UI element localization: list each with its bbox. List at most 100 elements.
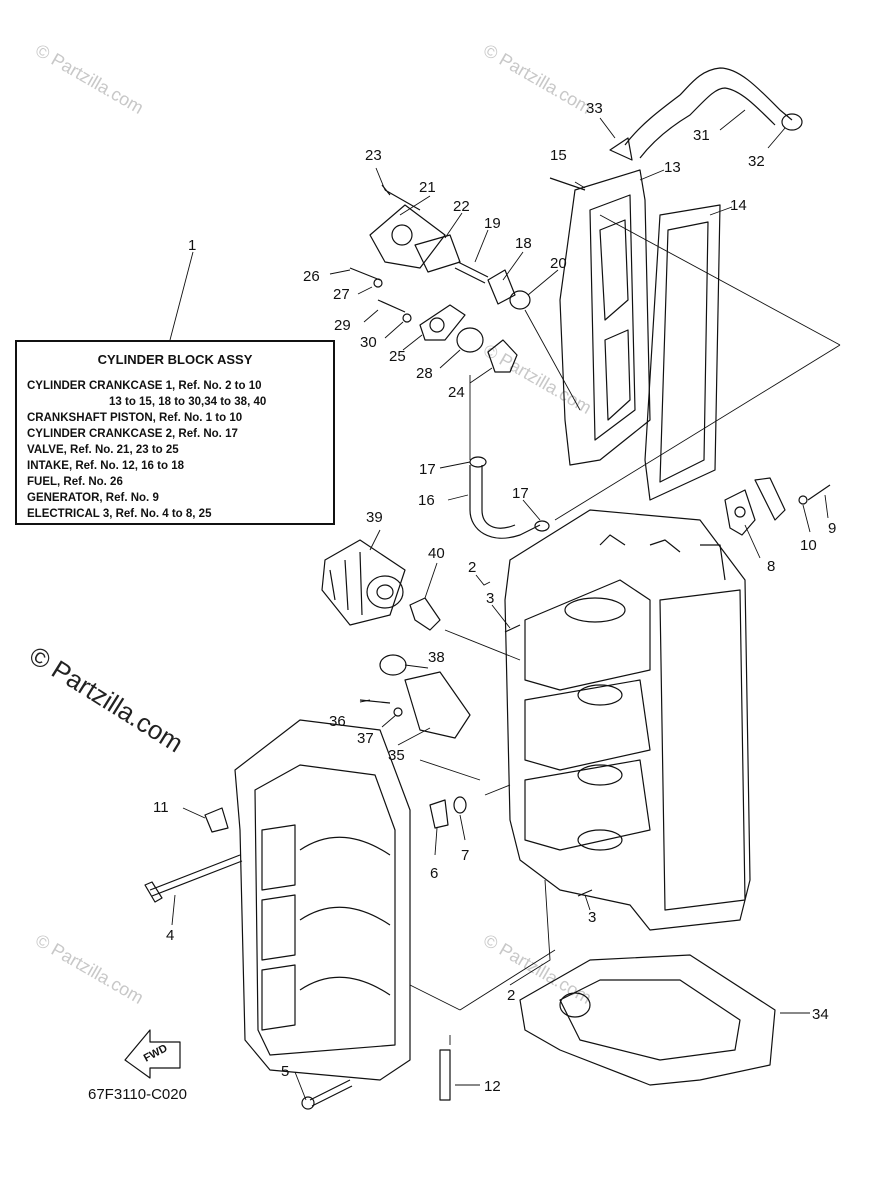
callout-22: 22: [453, 198, 470, 215]
callout-3: 3: [486, 590, 494, 607]
callout-11: 11: [153, 799, 169, 816]
bolt-26: [349, 267, 381, 281]
callout-29: 29: [334, 317, 351, 334]
washer-27: [373, 278, 383, 288]
legend-line: CYLINDER CRANKCASE 2, Ref. No. 17: [27, 428, 238, 440]
fwd-label: FWD: [142, 1042, 170, 1064]
clip-17a: [469, 456, 487, 468]
callout-10: 10: [800, 537, 817, 554]
bushing-38: [379, 654, 407, 676]
drawing-code: 67F3110-C020: [88, 1086, 187, 1103]
callout-34: 34: [812, 1006, 829, 1023]
legend-line: GENERATOR, Ref. No. 9: [27, 492, 159, 504]
callout-23: 23: [365, 147, 382, 164]
plate-8b: [754, 477, 786, 521]
callout-33: 33: [586, 100, 603, 117]
callout-labels: 1 2 2 3 3 4 5 6 7 8 9 10 11 12 13 14 15 …: [142, 100, 837, 1095]
clip-17b: [534, 520, 550, 532]
callout-7: 7: [461, 847, 469, 864]
seal-20: [509, 290, 531, 310]
spring-19: [454, 261, 489, 284]
callout-24: 24: [448, 384, 465, 401]
callout-19: 19: [484, 215, 501, 232]
hose-part-31: [624, 67, 793, 159]
bracket-35: [404, 671, 471, 739]
hose-clamp-32: [781, 113, 803, 131]
valve-24: [487, 339, 518, 373]
callout-17: 17: [419, 461, 436, 478]
callout-20: 20: [550, 255, 567, 272]
gasket-22: [414, 234, 461, 273]
callout-15: 15: [550, 147, 567, 164]
callout-39: 39: [366, 509, 383, 526]
legend-line: VALVE, Ref. No. 21, 23 to 25: [27, 444, 179, 456]
callout-2: 2: [468, 559, 476, 576]
callout-35: 35: [388, 747, 405, 764]
thermostat-18: [487, 269, 516, 305]
washer-30: [402, 313, 412, 323]
callout-36: 36: [329, 713, 346, 730]
bolt-36: [359, 699, 391, 704]
thermostat-cover-21: [369, 204, 446, 269]
drain-bolt-6: [429, 799, 449, 829]
plug-11: [204, 807, 229, 833]
washer-10: [798, 495, 808, 505]
callout-25: 25: [389, 348, 406, 365]
callout-5: 5: [281, 1063, 289, 1080]
legend-line: ELECTRICAL 3, Ref. No. 4 to 8, 25: [27, 508, 212, 520]
hose-16: [469, 465, 541, 539]
callout-18: 18: [515, 235, 532, 252]
hose-clamp-33: [609, 137, 633, 161]
callout-28: 28: [416, 365, 433, 382]
gasket-14: [644, 204, 721, 501]
callout-9: 9: [828, 520, 836, 537]
bolt-15: [549, 177, 586, 191]
callout-1: 1: [188, 237, 196, 254]
legend-line: CRANKSHAFT PISTON, Ref. No. 1 to 10: [27, 412, 243, 424]
valve-cover-25: [419, 304, 466, 341]
bolt-29: [377, 299, 406, 313]
washer-37: [393, 707, 403, 717]
dowel-pin-3b: [577, 889, 593, 897]
cylinder-block-legend: CYLINDER BLOCK ASSY CYLINDER CRANKCASE 1…: [15, 340, 335, 525]
exhaust-cover-13: [559, 169, 651, 466]
legend-line: INTAKE, Ref. No. 12, 16 to 18: [27, 460, 184, 472]
gasket-34: [519, 954, 776, 1086]
oil-filter-39: [321, 539, 406, 626]
fitting-40: [409, 597, 441, 631]
callout-27: 27: [333, 286, 350, 303]
stud-12: [439, 1049, 451, 1101]
callout-31: 31: [693, 127, 710, 144]
legend-line: CYLINDER CRANKCASE 1, Ref. No. 2 to 10: [27, 380, 262, 392]
legend-line: 13 to 15, 18 to 30,34 to 38, 40: [109, 396, 267, 408]
callout-14: 14: [730, 197, 747, 214]
callout-12: 12: [484, 1078, 501, 1095]
callout-16: 16: [418, 492, 435, 509]
callout-30: 30: [360, 334, 377, 351]
cylinder-block-2: [234, 719, 411, 1081]
washer-28: [456, 327, 484, 353]
legend-title: CYLINDER BLOCK ASSY: [97, 352, 253, 367]
callout-8: 8: [767, 558, 775, 575]
callout-3: 3: [588, 909, 596, 926]
callout-38: 38: [428, 649, 445, 666]
callout-17: 17: [512, 485, 529, 502]
callout-2: 2: [507, 987, 515, 1004]
callout-32: 32: [748, 153, 765, 170]
callout-26: 26: [303, 268, 320, 285]
callout-21: 21: [419, 179, 436, 196]
callout-6: 6: [430, 865, 438, 882]
callout-37: 37: [357, 730, 374, 747]
fwd-arrow-icon: [124, 1029, 181, 1079]
callout-40: 40: [428, 545, 445, 562]
crankcase-1: [504, 509, 751, 931]
bolt-9: [807, 484, 831, 501]
bracket-8: [724, 489, 756, 536]
bolt-4: [149, 854, 243, 897]
dowel-pin-3a: [504, 624, 521, 633]
callout-13: 13: [664, 159, 681, 176]
gasket-7: [453, 796, 467, 814]
legend-line: FUEL, Ref. No. 26: [27, 476, 123, 488]
callout-4: 4: [166, 927, 174, 944]
